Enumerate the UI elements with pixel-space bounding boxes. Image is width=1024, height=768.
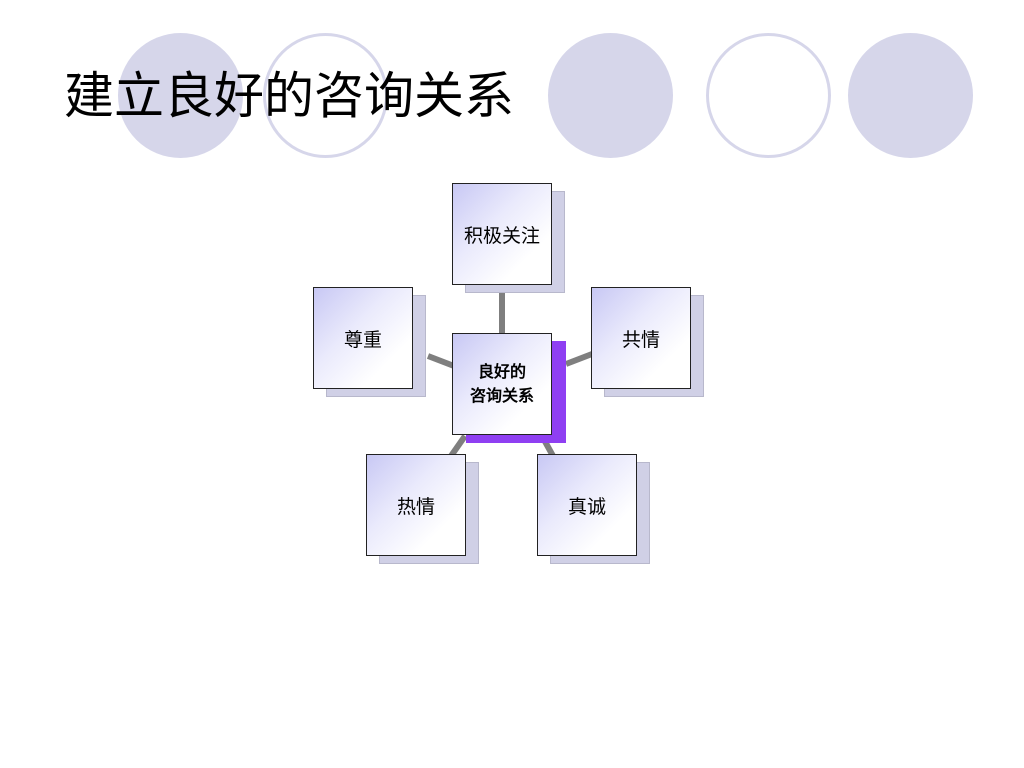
node-bottom-left-label: 热情 <box>366 454 466 556</box>
decor-circle-1 <box>118 33 243 158</box>
decor-circle-2 <box>263 33 388 158</box>
decor-circle-5 <box>848 33 973 158</box>
node-center-line2: 咨询关系 <box>469 386 534 405</box>
node-top-label: 积极关注 <box>452 183 552 285</box>
connector-left <box>426 353 456 369</box>
node-bottom-left: 热情 <box>366 454 479 564</box>
node-right: 共情 <box>591 287 704 397</box>
decor-circle-4 <box>706 33 831 158</box>
node-left: 尊重 <box>313 287 426 397</box>
slide-title: 建立良好的咨询关系 <box>64 67 514 125</box>
node-top: 积极关注 <box>452 183 565 293</box>
node-center: 良好的 咨询关系 <box>452 333 566 443</box>
connector-bottom-left <box>448 434 468 458</box>
node-center-line1: 良好的 <box>477 362 526 381</box>
node-right-label: 共情 <box>591 287 691 389</box>
connector-right <box>564 351 594 367</box>
node-bottom-right-label: 真诚 <box>537 454 637 556</box>
node-bottom-right: 真诚 <box>537 454 650 564</box>
decor-circle-3 <box>548 33 673 158</box>
node-left-label: 尊重 <box>313 287 413 389</box>
node-center-box: 良好的 咨询关系 <box>452 333 552 435</box>
